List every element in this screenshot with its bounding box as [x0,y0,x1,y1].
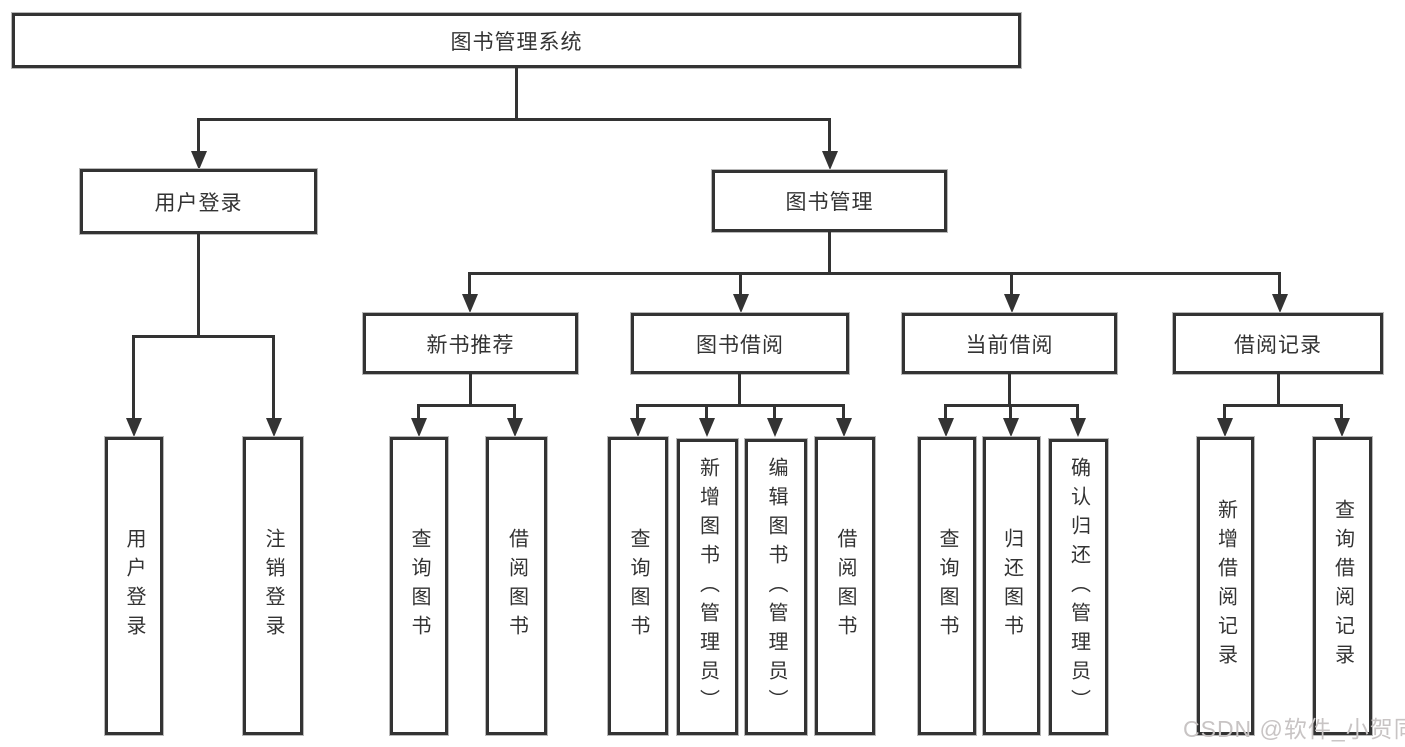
leaf-add-borrow-record: 新增借阅记录 [1197,437,1254,735]
node-label: 归还图书 [1000,528,1023,644]
arrow-down-icon [1003,418,1019,437]
leaf-query-books-recommend: 查询图书 [390,437,448,735]
leaf-add-books-admin: 新增图书（管理员） [677,439,738,735]
node-label: 新增借阅记录 [1214,499,1237,673]
node-label: 查询图书 [408,528,430,644]
watermark-text: CSDN @软件_小贺同学 [1183,716,1405,742]
arrow-down-icon [126,418,142,437]
arrow-down-icon [938,418,954,437]
arrow-down-icon [822,151,838,170]
leaf-edit-books-admin: 编辑图书（管理员） [745,439,807,735]
node-label: 图书管理系统 [450,30,583,54]
connector-line [636,404,844,407]
leaf-borrow-books: 借阅图书 [815,437,875,735]
node-label: 借阅图书 [505,528,528,644]
arrow-down-icon [411,418,427,437]
node-label: 借阅记录 [1234,333,1322,357]
connector-line [1076,404,1079,420]
connector-line [738,374,741,407]
connector-line [468,272,471,296]
node-current-borrowing: 当前借阅 [902,313,1117,374]
node-library-management-system: 图书管理系统 [12,13,1021,68]
node-borrow-records: 借阅记录 [1173,313,1383,374]
arrow-down-icon [1217,418,1233,437]
connector-line [197,118,200,152]
connector-line [828,118,831,152]
connector-line [272,335,275,419]
arrow-down-icon [1334,418,1350,437]
arrow-down-icon [836,418,852,437]
node-book-borrowing: 图书借阅 [631,313,849,374]
node-label: 新书推荐 [426,333,515,357]
node-book-management: 图书管理 [712,170,947,232]
node-label: 新增图书（管理员） [696,456,719,718]
node-label: 借阅图书 [834,528,856,644]
node-user-login: 用户登录 [80,169,317,234]
leaf-borrow-books-recommend: 借阅图书 [486,437,547,735]
connector-line [773,404,776,420]
connector-line [132,335,135,419]
connector-line [1008,374,1011,407]
arrow-down-icon [1004,294,1020,313]
arrow-down-icon [507,418,523,437]
connector-line [468,272,1281,275]
node-label: 图书借阅 [696,333,784,357]
connector-line [197,234,200,338]
node-label: 查询图书 [936,528,958,644]
connector-line [1009,404,1012,420]
connector-line [705,404,708,420]
arrow-down-icon [1272,294,1288,313]
node-label: 用户登录 [123,528,145,644]
leaf-query-borrow-record: 查询借阅记录 [1313,437,1372,735]
connector-line [197,118,831,121]
node-label: 用户登录 [154,191,243,215]
connector-line [1010,272,1013,296]
connector-line [739,272,742,296]
node-label: 图书管理 [785,191,874,214]
connector-line [1340,404,1343,420]
leaf-user-login: 用户登录 [105,437,163,735]
connector-line [132,335,275,338]
connector-line [842,404,845,420]
leaf-query-books-borrowing: 查询图书 [608,437,668,735]
node-label: 注销登录 [262,528,284,644]
connector-line [469,374,472,407]
leaf-confirm-return-admin: 确认归还（管理员） [1049,439,1108,735]
connector-line [1223,404,1226,420]
connector-line [1278,272,1281,296]
connector-line [944,404,947,420]
connector-line [513,404,516,420]
leaf-logout: 注销登录 [243,437,303,735]
arrow-down-icon [630,418,646,437]
connector-line [1277,374,1280,407]
node-label: 编辑图书（管理员） [765,456,787,718]
node-label: 确认归还（管理员） [1067,456,1090,718]
connector-line [1223,404,1343,407]
arrow-down-icon [699,418,715,437]
node-label: 查询借阅记录 [1331,499,1354,673]
arrow-down-icon [462,294,478,313]
node-label: 查询图书 [627,528,649,644]
connector-line [417,404,516,407]
leaf-return-books: 归还图书 [983,437,1040,735]
connector-line [515,68,518,120]
arrow-down-icon [1070,418,1086,437]
arrow-down-icon [733,294,749,313]
node-new-book-recommend: 新书推荐 [363,313,578,374]
connector-line [828,232,831,275]
arrow-down-icon [767,418,783,437]
connector-line [636,404,639,420]
leaf-query-books-current: 查询图书 [918,437,976,735]
connector-line [417,404,420,420]
arrow-down-icon [191,151,207,170]
node-label: 当前借阅 [965,333,1054,357]
arrow-down-icon [266,418,282,437]
